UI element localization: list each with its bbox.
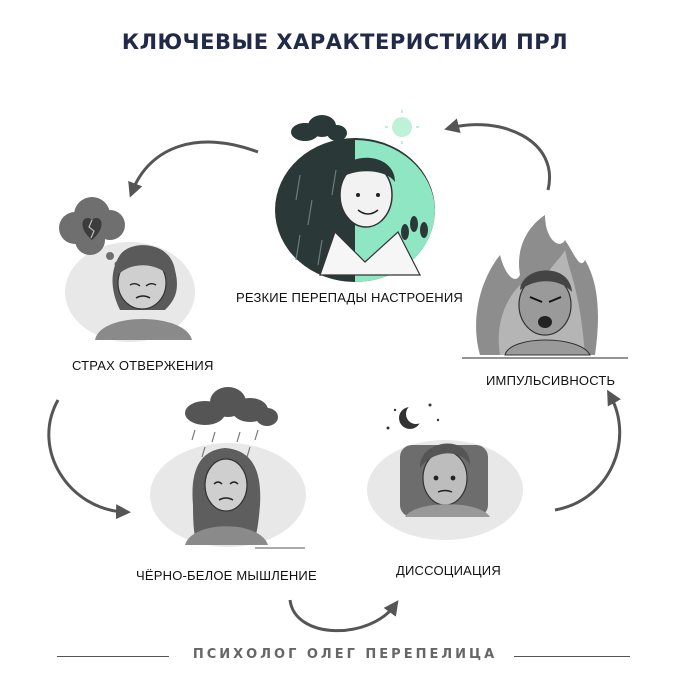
arrow-fear-to-blackwhite <box>47 399 131 520</box>
label-black-white-thinking: ЧЁРНО-БЕЛОЕ МЫШЛЕНИЕ <box>136 568 317 583</box>
label-impulsivity: ИМПУЛЬСИВНОСТЬ <box>486 373 616 388</box>
dissociation-illustration <box>367 403 523 540</box>
rain-cloud-icon <box>185 387 278 426</box>
label-dissociation: ДИССОЦИАЦИЯ <box>396 563 501 578</box>
page-title: КЛЮЧЕВЫЕ ХАРАКТЕРИСТИКИ ПРЛ <box>121 30 569 54</box>
moon-icon <box>399 404 426 429</box>
impulsivity-illustration <box>462 215 628 359</box>
mood-swings-illustration <box>275 110 435 282</box>
arrow-impulsivity-to-mood <box>444 118 552 191</box>
arrow-mood-to-fear <box>128 140 259 198</box>
storm-cloud-icon <box>291 115 347 141</box>
footer-author: ПСИХОЛОГ ОЛЕГ ПЕРЕПЕЛИЦА <box>192 647 498 662</box>
label-mood-swings: РЕЗКИЕ ПЕРЕПАДЫ НАСТРОЕНИЯ <box>236 290 463 305</box>
fear-of-rejection-illustration <box>59 197 195 342</box>
arrow-dissociation-to-impulsivity <box>554 389 622 512</box>
label-fear-of-rejection: СТРАХ ОТВЕРЖЕНИЯ <box>72 358 214 373</box>
leaf-icon <box>401 216 428 240</box>
footer-divider-left <box>57 656 169 657</box>
star-icon <box>386 403 440 430</box>
black-white-thinking-illustration <box>150 387 306 549</box>
footer-divider-right <box>514 656 630 657</box>
arrow-blackwhite-to-dissociation <box>288 599 399 633</box>
broken-heart-icon <box>82 218 102 240</box>
